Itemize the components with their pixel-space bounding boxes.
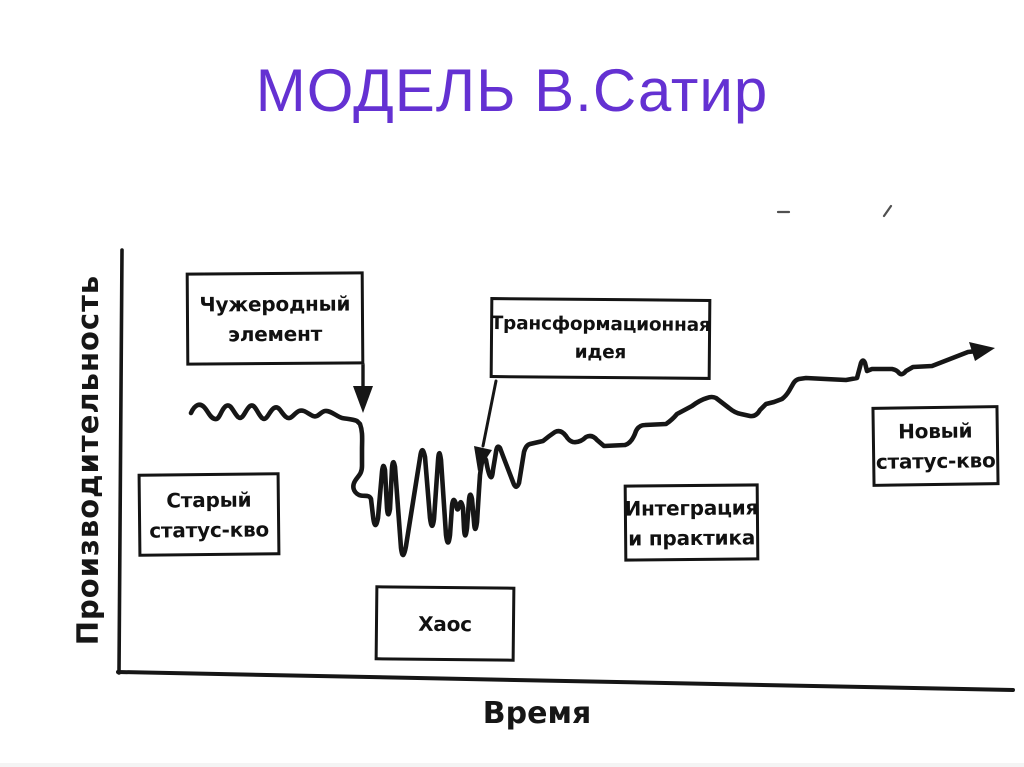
label-line: статус-кво	[149, 516, 270, 543]
scan-artifact-marks	[776, 204, 893, 218]
label-line: Хаос	[418, 611, 472, 636]
transformational-idea-arrow-shaft	[481, 379, 498, 448]
label-box-new-status-quo: Новый статус-кво	[871, 405, 1000, 487]
label-box-integration-and-practice: Интеграция и практика	[623, 483, 760, 562]
label-box-chaos: Хаос	[374, 585, 516, 662]
label-box-old-status-quo: Старый статус-кво	[137, 472, 281, 557]
label-line: и практика	[628, 524, 756, 551]
transformational-idea-arrowhead	[474, 446, 492, 471]
label-line: статус-кво	[875, 448, 996, 474]
label-line: Интеграция	[624, 494, 759, 521]
x-axis-label: Время	[482, 696, 592, 731]
label-line: идея	[574, 341, 627, 363]
label-line: Чужеродный	[199, 290, 351, 317]
y-axis-line	[117, 248, 124, 675]
label-box-transformational-idea: Трансформационная идея	[489, 297, 712, 380]
label-box-foreign-element: Чужеродный элемент	[185, 271, 365, 366]
x-axis-line	[116, 670, 1015, 692]
slide-title: МОДЕЛЬ В.Сатир	[255, 57, 769, 124]
label-line: Старый	[166, 487, 252, 512]
label-line: Новый	[898, 418, 973, 444]
performance-curve	[188, 348, 980, 558]
label-line: Трансформационная	[490, 312, 711, 336]
curve-end-arrowhead	[969, 342, 995, 361]
foreign-element-arrowhead	[353, 386, 373, 413]
label-line: элемент	[228, 321, 323, 346]
y-axis-label: Производительность	[71, 274, 105, 646]
